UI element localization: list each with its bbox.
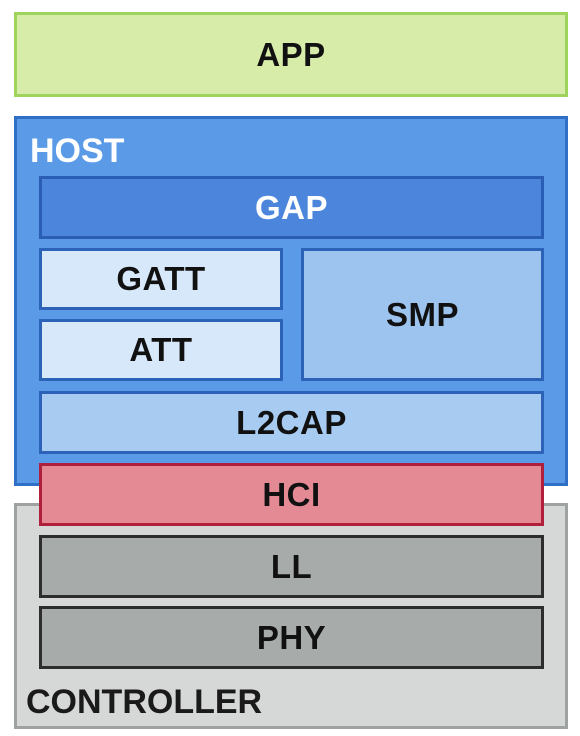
ll-layer-label: LL bbox=[270, 547, 313, 585]
phy-layer: PHY bbox=[39, 606, 544, 669]
gatt-layer-label: GATT bbox=[116, 260, 206, 297]
gap-layer: GAP bbox=[39, 176, 544, 239]
phy-layer-label: PHY bbox=[256, 618, 327, 656]
gap-layer-label: GAP bbox=[254, 188, 328, 226]
app-layer: APP bbox=[14, 12, 568, 97]
gatt-layer: GATT bbox=[39, 248, 283, 310]
host-region-label: HOST bbox=[30, 132, 125, 170]
app-layer-label: APP bbox=[256, 35, 326, 73]
ll-layer: LL bbox=[39, 535, 544, 598]
controller-region-label: CONTROLLER bbox=[26, 683, 263, 721]
l2cap-layer: L2CAP bbox=[39, 391, 544, 454]
smp-layer-label: SMP bbox=[385, 295, 459, 333]
hci-layer-label: HCI bbox=[262, 475, 321, 513]
smp-layer: SMP bbox=[301, 248, 544, 381]
l2cap-layer-label: L2CAP bbox=[236, 403, 347, 441]
att-layer: ATT bbox=[39, 319, 283, 381]
att-layer-label: ATT bbox=[129, 331, 193, 368]
hci-layer: HCI bbox=[39, 463, 544, 526]
